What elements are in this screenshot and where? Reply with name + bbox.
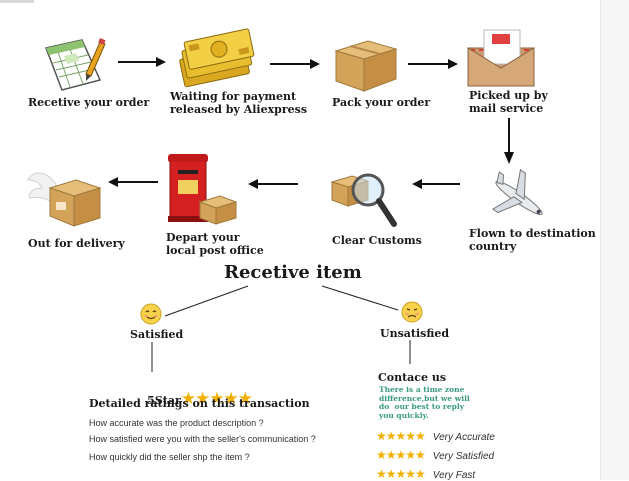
rating-row-fast: ★★★★★ Very Fast: [376, 467, 475, 481]
step-label-picked-up: Picked up by mail service: [469, 89, 548, 115]
rating-stars: ★★★★★: [376, 467, 426, 481]
step-label-waiting-payment: Waiting for payment released by Aliexpre…: [170, 90, 308, 116]
question-shipping: How quickly did the seller shp the item …: [89, 452, 250, 462]
rating-stars: ★★★★★: [376, 448, 426, 462]
satisfied-label: Satisfied: [130, 328, 184, 341]
arrow-left-3: [108, 177, 158, 187]
spreadsheet-pencil-icon: [44, 38, 106, 91]
arrow-left-2: [248, 179, 298, 189]
star-rating: ★★★★★: [180, 389, 253, 409]
winged-box-icon: [27, 172, 102, 227]
question-description: How accurate was the product description…: [89, 418, 264, 428]
step-label-out-for-delivery: Out for delivery: [28, 237, 125, 250]
unsatisfied-label: Unsatisfied: [380, 327, 450, 340]
arrow-right-3: [408, 59, 458, 69]
money-stack-icon: [179, 28, 255, 88]
step-label-clear-customs: Clear Customs: [332, 234, 422, 247]
smiley-unsatisfied-icon: [401, 301, 423, 323]
five-star-row: 5Star★★★★★: [137, 370, 253, 409]
contact-us-label: Contace us: [378, 371, 447, 384]
section-title: Recetive item: [224, 262, 362, 283]
arrow-right-2: [270, 59, 320, 69]
rating-text: Very Fast: [432, 470, 476, 481]
magnifier-box-icon: [330, 173, 397, 227]
step-label-receive-order: Recetive your order: [28, 96, 150, 109]
rating-text: Very Satisfied: [432, 451, 495, 462]
step-label-flown: Flown to destination country: [469, 227, 596, 253]
right-strip: [601, 0, 629, 480]
arrow-right-1: [118, 57, 166, 67]
envelope-icon: [467, 29, 535, 87]
ratings-heading: Detailed ratings on this transaction: [89, 397, 310, 410]
cardboard-box-icon: [334, 40, 398, 92]
top-tab: [0, 0, 34, 3]
star-label: 5Star: [147, 394, 181, 407]
smiley-satisfied-icon: [140, 303, 162, 325]
rating-text: Very Accurate: [432, 432, 495, 443]
airplane-icon: [492, 168, 543, 216]
step-label-pack-order: Pack your order: [332, 96, 431, 109]
rating-stars: ★★★★★: [376, 429, 426, 443]
rating-row-satisfied: ★★★★★ Very Satisfied: [376, 448, 494, 462]
post-box-icon: [168, 154, 238, 225]
arrow-down: [504, 118, 514, 164]
arrow-left-1: [412, 179, 460, 189]
time-zone-note: There is a time zone difference,but we w…: [379, 385, 470, 420]
right-border: [600, 0, 601, 480]
step-label-depart-post-office: Depart your local post office: [166, 231, 264, 257]
rating-row-accurate: ★★★★★ Very Accurate: [376, 429, 495, 443]
question-communication: How satisfied were you with the seller's…: [89, 434, 316, 444]
